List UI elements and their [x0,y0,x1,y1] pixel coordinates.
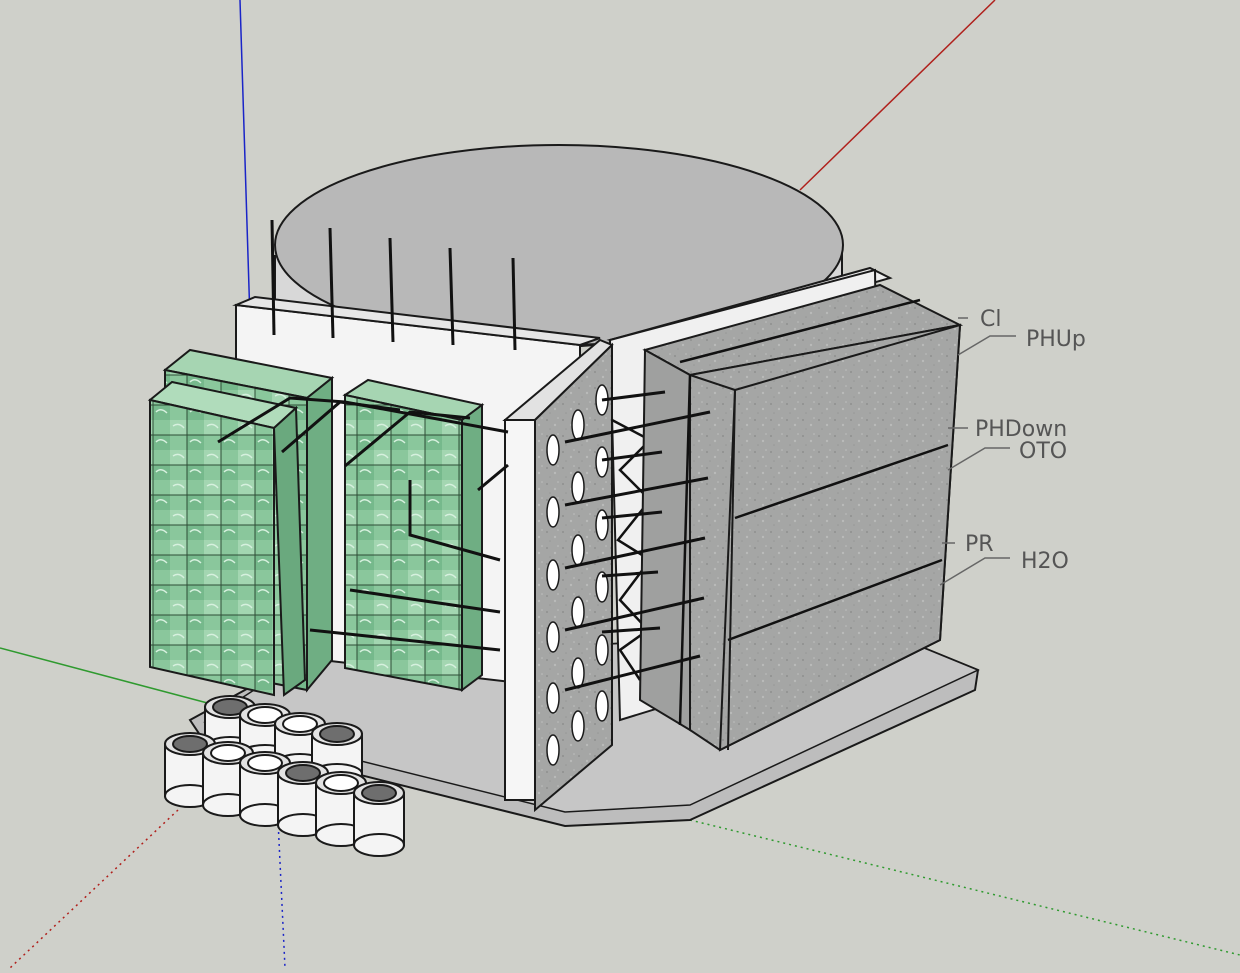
green-tank-center[interactable] [342,378,485,692]
blue-axis-hidden [277,819,286,969]
component-labels: Cl PHUp PHDown OTO PR H2O [965,307,1086,574]
label-oto: OTO [1019,439,1067,464]
concrete-bins[interactable] [638,283,964,752]
panel-holes [546,384,609,766]
red-axis [799,0,996,191]
green-axis [0,647,216,706]
label-phup: PHUp [1026,327,1086,352]
perforated-panel[interactable] [534,342,613,813]
label-h2o: H2O [1021,549,1069,574]
tank-wiring [217,396,509,652]
red-axis-hidden [9,809,179,969]
green-tank-front-left[interactable] [147,380,307,697]
label-cl: Cl [980,307,1001,332]
feed-pipes [564,390,711,692]
label-pr: PR [965,532,994,557]
green-axis-hidden [689,819,1240,956]
top-rods [270,219,517,351]
label-leaders [939,317,1016,586]
tube-cluster[interactable] [164,695,405,857]
label-phdown: PHDown [975,417,1067,442]
